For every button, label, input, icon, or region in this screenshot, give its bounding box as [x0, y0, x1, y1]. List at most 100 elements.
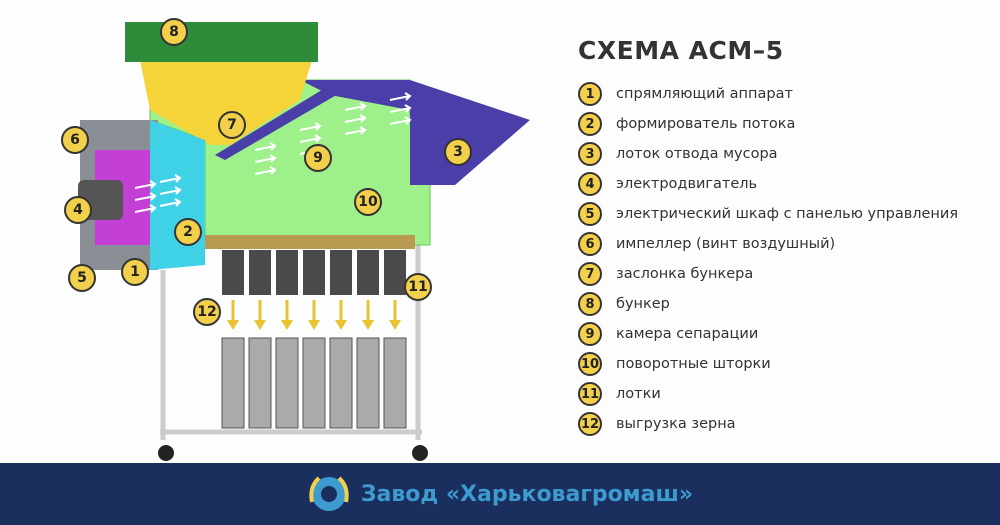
airflow-arrow-icon — [299, 134, 322, 143]
deflector — [215, 85, 345, 160]
number-marker: 9 — [578, 322, 602, 346]
arrow-head-icon — [389, 320, 401, 330]
number-marker: 12 — [578, 412, 602, 436]
grain-container — [302, 337, 326, 429]
logo-icon — [309, 476, 349, 511]
airflow-arrow-icon — [159, 174, 182, 183]
legend-label: лоток отвода мусора — [616, 146, 778, 162]
number-marker: 11 — [578, 382, 602, 406]
legend-item: 12 выгрузка зерна — [578, 409, 958, 439]
callout-marker — [304, 144, 332, 172]
chute — [249, 250, 271, 295]
legend-label: лотки — [616, 386, 661, 402]
arrow-head-icon — [308, 320, 320, 330]
legend-label: формирователь потока — [616, 116, 796, 132]
callout-marker — [218, 111, 246, 139]
number-marker: 4 — [578, 172, 602, 196]
callout-number: 4 — [73, 202, 83, 218]
arrow-head-icon — [362, 320, 374, 330]
grain-container — [221, 337, 245, 429]
chute — [303, 250, 325, 295]
callout-number: 12 — [197, 304, 216, 320]
number-marker: 7 — [578, 262, 602, 286]
chute — [276, 250, 298, 295]
grain-container — [275, 337, 299, 429]
shutters — [205, 235, 415, 249]
callout-marker — [354, 188, 382, 216]
callout-marker — [64, 196, 92, 224]
legend-item: 11 лотки — [578, 379, 958, 409]
number-marker: 5 — [578, 202, 602, 226]
brand-name: Завод «Харьковагромаш» — [360, 481, 694, 507]
airflow-arrow-icon — [299, 122, 322, 131]
airflow-arrow-icon — [254, 166, 277, 175]
legend-item: 4 электродвигатель — [578, 169, 958, 199]
callout-number: 8 — [169, 24, 179, 40]
wheel — [412, 445, 428, 461]
footer: Завод «Харьковагромаш» — [0, 463, 1000, 525]
callout-marker — [444, 138, 472, 166]
number-marker: 2 — [578, 112, 602, 136]
airflow-arrow-icon — [134, 192, 157, 201]
legend-label: бункер — [616, 296, 670, 312]
callout-marker — [160, 18, 188, 46]
legend-item: 8 бункер — [578, 289, 958, 319]
chute — [384, 250, 406, 295]
grain-container — [329, 337, 353, 429]
arrow-head-icon — [254, 320, 266, 330]
airflow-arrow-icon — [134, 180, 157, 189]
legend-label: импеллер (винт воздушный) — [616, 236, 836, 252]
callout-marker — [174, 218, 202, 246]
callout-number: 6 — [70, 132, 80, 148]
callout-number: 1 — [130, 264, 140, 280]
grain-container — [356, 337, 380, 429]
wheel — [158, 445, 174, 461]
arrow-head-icon — [281, 320, 293, 330]
legend-item: 7 заслонка бункера — [578, 259, 958, 289]
airflow-arrow-icon — [344, 102, 367, 111]
grain-container — [383, 337, 407, 429]
chute — [357, 250, 379, 295]
callout-marker — [121, 258, 149, 286]
number-marker: 3 — [578, 142, 602, 166]
number-marker: 10 — [578, 352, 602, 376]
legend-item: 5 электрический шкаф с панелью управления — [578, 199, 958, 229]
chute — [222, 250, 244, 295]
callout-number: 9 — [313, 150, 323, 166]
hopper — [125, 22, 318, 62]
grain — [140, 60, 312, 145]
callout-number: 10 — [358, 194, 378, 210]
number-marker: 8 — [578, 292, 602, 316]
callout-marker — [193, 298, 221, 326]
legend-label: электрический шкаф с панелью управления — [616, 206, 959, 222]
flow-former — [150, 120, 205, 270]
airflow-arrow-icon — [344, 126, 367, 135]
airflow-arrow-icon — [389, 92, 412, 101]
callout-number: 7 — [227, 117, 237, 133]
callout-marker — [68, 264, 96, 292]
chute — [330, 250, 352, 295]
legend-item: 9 камера сепарации — [578, 319, 958, 349]
callout-number: 2 — [183, 224, 193, 240]
legend-label: электродвигатель — [616, 176, 758, 192]
number-marker: 6 — [578, 232, 602, 256]
legend-label: спрямляющий аппарат — [616, 86, 793, 102]
legend-item: 2 формирователь потока — [578, 109, 958, 139]
airflow-arrow-icon — [134, 204, 157, 213]
grain-container — [248, 337, 272, 429]
page-title: СХЕМА АСМ–5 — [578, 36, 784, 65]
callout-number: 3 — [453, 144, 463, 160]
callout-marker — [61, 126, 89, 154]
legend-label: заслонка бункера — [616, 266, 754, 282]
airflow-arrow-icon — [254, 154, 277, 163]
arrow-head-icon — [335, 320, 347, 330]
callout-number: 5 — [77, 270, 87, 286]
legend-label: выгрузка зерна — [616, 416, 736, 432]
airflow-arrow-icon — [254, 142, 277, 151]
callout-number: 11 — [408, 279, 427, 295]
legend-label: камера сепарации — [616, 326, 759, 342]
